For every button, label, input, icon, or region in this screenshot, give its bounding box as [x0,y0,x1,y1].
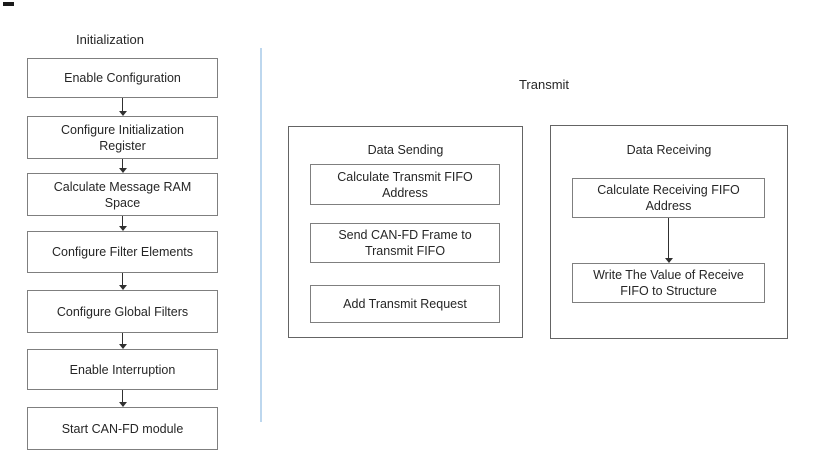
flow-step-configure-global-filters: Configure Global Filters [27,290,218,333]
flow-step-write-receive-fifo-to-structure: Write The Value of Receive FIFO to Struc… [572,263,765,303]
data-receiving-container [550,125,788,339]
flow-step-label: Calculate Receiving FIFO Address [597,183,740,213]
flow-step-label: Calculate Transmit FIFO Address [337,169,473,200]
section-divider-line [260,48,262,422]
stray-mark [3,2,14,6]
flow-step-label: Configure Initialization Register [61,122,184,153]
initialization-title: Initialization [76,32,144,47]
flow-step-add-transmit-request: Add Transmit Request [310,285,500,323]
flow-step-label: Add Transmit Request [343,297,467,311]
flow-step-enable-interruption: Enable Interruption [27,349,218,390]
transmit-title: Transmit [518,77,570,92]
flow-step-label: Configure Global Filters [56,304,189,319]
flow-step-start-canfd-module: Start CAN-FD module [27,407,218,450]
arrow-down-icon [118,216,127,231]
flow-step-label: Send CAN-FD Frame to Transmit FIFO [338,228,472,258]
arrow-down-icon [118,98,127,116]
arrow-down-icon [118,390,127,407]
flow-step-label: Enable Interruption [69,362,176,377]
flow-step-configure-filter-elements: Configure Filter Elements [27,231,218,273]
flow-step-calculate-message-ram-space: Calculate Message RAM Space [27,173,218,216]
arrow-down-icon [664,218,673,263]
data-sending-title: Data Sending [367,143,444,157]
flow-step-enable-configuration: Enable Configuration [27,58,218,98]
arrow-down-icon [118,273,127,290]
flow-step-send-canfd-frame: Send CAN-FD Frame to Transmit FIFO [310,223,500,263]
flow-step-configure-initialization-register: Configure Initialization Register [27,116,218,159]
flow-step-calculate-receiving-fifo-address: Calculate Receiving FIFO Address [572,178,765,218]
flow-step-label: Start CAN-FD module [61,421,184,436]
data-receiving-title: Data Receiving [626,143,712,157]
flow-step-label: Write The Value of Receive FIFO to Struc… [593,268,744,298]
arrow-down-icon [118,333,127,349]
arrow-down-icon [118,159,127,173]
flow-step-calculate-transmit-fifo-address: Calculate Transmit FIFO Address [310,164,500,205]
flow-step-label: Calculate Message RAM Space [53,179,192,210]
flow-step-label: Configure Filter Elements [51,245,194,259]
flow-step-label: Enable Configuration [64,71,181,85]
